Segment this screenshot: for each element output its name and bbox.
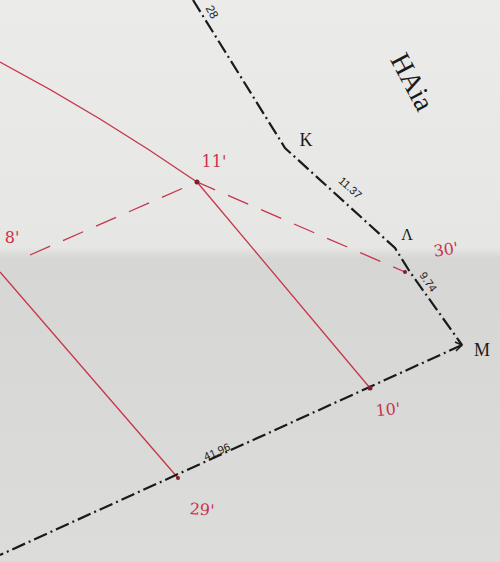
corner-mark xyxy=(455,342,462,351)
dimension-number: 41.96 xyxy=(202,441,232,462)
street-name: HAia xyxy=(385,49,438,116)
plot-boundary-dashed xyxy=(30,182,405,272)
survey-point xyxy=(368,386,373,391)
plot-boundary xyxy=(0,62,197,182)
plot-boundary xyxy=(197,182,370,388)
vertex-letter: K xyxy=(300,131,313,149)
point-number: 11' xyxy=(202,154,227,170)
vertex-letter: Λ xyxy=(401,227,413,243)
point-number: 30' xyxy=(433,240,460,259)
plot-boundary xyxy=(0,272,178,478)
point-number: 8' xyxy=(5,230,20,246)
road-boundary xyxy=(193,0,462,345)
dimension-number: 11.37 xyxy=(336,175,363,201)
vertex-letter: M xyxy=(474,341,490,359)
survey-point xyxy=(403,270,407,274)
point-number: 29' xyxy=(189,501,215,519)
dimension-number: 9.74 xyxy=(417,270,438,294)
road-boundary xyxy=(0,345,462,555)
dimension-number: 28 xyxy=(204,3,221,20)
survey-point xyxy=(176,476,180,480)
point-number: 10' xyxy=(375,401,401,420)
survey-point xyxy=(195,180,200,185)
